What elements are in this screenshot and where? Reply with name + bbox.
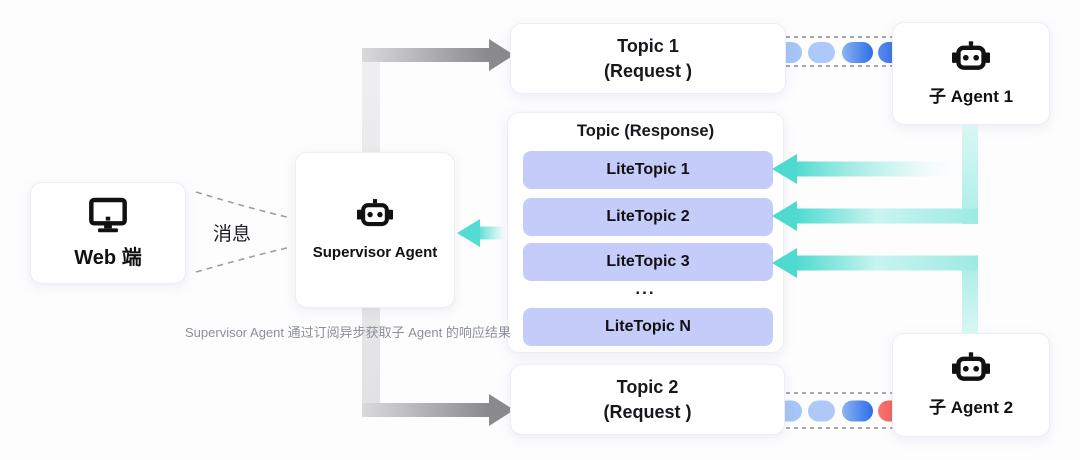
litetopic-3: LiteTopic 3 [523, 243, 773, 281]
arrow-litetopic2-head [772, 201, 797, 231]
topic2-title: Topic 2 [616, 377, 679, 398]
message-flow-label: 消息 [213, 224, 252, 245]
arrow-supervisor-head [457, 219, 480, 247]
topic1-title: Topic 1 [617, 36, 679, 57]
litetopic-1: LiteTopic 1 [523, 151, 773, 189]
arrow-litetopic1-head [772, 154, 797, 184]
gray-arrow-top-head [489, 39, 514, 71]
topic2-subtitle: (Request ) [603, 401, 692, 422]
message-curve-bottom [195, 246, 292, 273]
message-pill [808, 42, 835, 63]
message-pill [808, 400, 835, 422]
message-pill [842, 42, 873, 63]
arrow-litetopic3-head [772, 248, 797, 278]
agent2-teal-vertical [962, 263, 978, 334]
web-client-label: Web 端 [74, 246, 142, 269]
sub-agent-2-label: 子 Agent 2 [928, 398, 1014, 417]
monitor-icon [89, 197, 127, 232]
agent1-teal-vertical [962, 125, 978, 224]
gray-arrow-top-shaft [362, 48, 489, 62]
sub-agent-1-label: 子 Agent 1 [928, 86, 1014, 106]
arrow-litetopic2-shaft [795, 208, 978, 224]
topic1-subtitle: (Request ) [603, 60, 692, 81]
diagram-caption: Supervisor Agent 通过订阅异步获取子 Agent 的响应结果 [185, 325, 511, 340]
supervisor-agent-label: Supervisor Agent [312, 244, 438, 261]
supervisor-agent-node: Supervisor Agent [295, 152, 455, 308]
robot-icon [952, 352, 990, 381]
robot-icon [357, 199, 393, 227]
litetopic-n: LiteTopic N [523, 308, 773, 346]
arrow-litetopic3-shaft [795, 255, 978, 271]
sub-agent-2-node: 子 Agent 2 [892, 333, 1050, 437]
robot-icon [952, 40, 990, 70]
litetopic-2: LiteTopic 2 [523, 198, 773, 236]
message-curve-top [195, 191, 292, 219]
litetopic-ellipsis: ... [635, 279, 656, 298]
gray-arrow-bottom-shaft [362, 403, 489, 417]
topic2-request-node: Topic 2 (Request ) [510, 364, 785, 435]
sub-agent-1-node: 子 Agent 1 [892, 22, 1050, 125]
web-client-node: Web 端 [30, 182, 186, 284]
topic1-request-node: Topic 1 (Request ) [510, 23, 786, 94]
gray-arrow-bottom-head [489, 394, 514, 426]
arrow-supervisor-shaft [477, 226, 505, 240]
topic-response-title: Topic (Response) [576, 122, 715, 140]
topic-response-panel: Topic (Response) LiteTopic 1 LiteTopic 2… [507, 112, 784, 353]
arrow-litetopic1-shaft [795, 161, 957, 177]
message-pill [842, 400, 873, 422]
